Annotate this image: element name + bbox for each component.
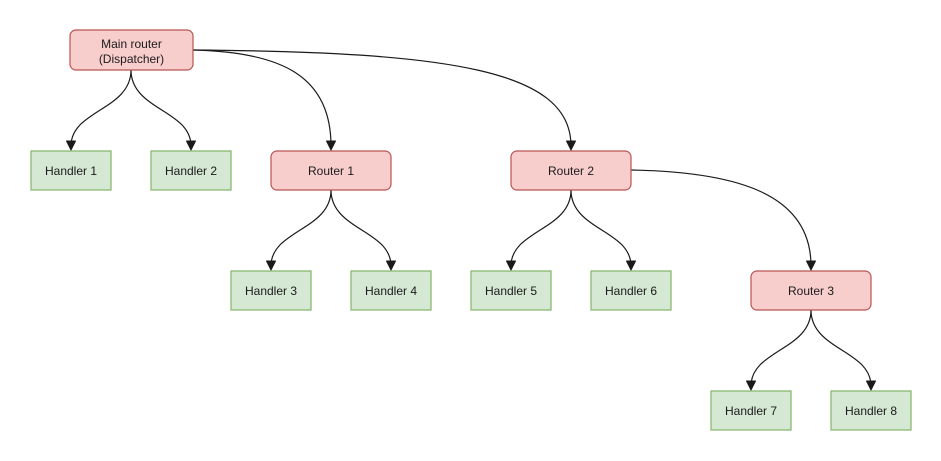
- edge-main-to-router-2: [192, 49, 572, 147]
- node-router-1-box[interactable]: [270, 150, 392, 191]
- node-handler-6[interactable]: Handler 6: [590, 270, 672, 311]
- node-handler-5-box[interactable]: [470, 270, 552, 311]
- node-handler-4-label: Handler 4: [365, 284, 417, 298]
- arrow-router-3-icon: [806, 260, 816, 271]
- node-router-2-label: Router 2: [548, 164, 594, 178]
- node-handler-8-box[interactable]: [830, 390, 912, 431]
- edge-router-2-to-router-3: [630, 169, 812, 267]
- arrow-router-1-icon: [326, 140, 336, 151]
- arrow-router-2-icon: [566, 140, 576, 151]
- node-handler-2-box[interactable]: [150, 150, 232, 191]
- arrow-handler-6-icon: [626, 260, 636, 271]
- edge-router-3-to-handler-7: [750, 309, 812, 387]
- node-main-router[interactable]: Main router(Dispatcher): [69, 29, 194, 71]
- node-handler-3-label: Handler 3: [245, 284, 297, 298]
- arrowheads-layer: [66, 140, 876, 391]
- arrow-handler-4-icon: [386, 260, 396, 271]
- arrow-handler-3-icon: [266, 260, 276, 271]
- node-handler-3[interactable]: Handler 3: [230, 270, 312, 311]
- node-handler-1-label: Handler 1: [45, 164, 97, 178]
- node-handler-3-box[interactable]: [230, 270, 312, 311]
- edge-main-to-handler-2: [130, 69, 192, 147]
- edges-layer: [70, 49, 872, 387]
- node-handler-6-box[interactable]: [590, 270, 672, 311]
- node-handler-5-label: Handler 5: [485, 284, 537, 298]
- node-router-3[interactable]: Router 3: [750, 270, 872, 311]
- edge-main-to-handler-1: [70, 69, 132, 147]
- nodes-layer: Main router(Dispatcher) Handler 1 Handler …: [30, 29, 912, 431]
- node-handler-5[interactable]: Handler 5: [470, 270, 552, 311]
- edge-router-1-to-handler-4: [330, 189, 392, 267]
- arrow-handler-7-icon: [746, 380, 756, 391]
- arrow-handler-8-icon: [866, 380, 876, 391]
- node-router-2[interactable]: Router 2: [510, 150, 632, 191]
- node-handler-7-box[interactable]: [710, 390, 792, 431]
- arrow-handler-5-icon: [506, 260, 516, 271]
- node-handler-4[interactable]: Handler 4: [350, 270, 432, 311]
- node-handler-2[interactable]: Handler 2: [150, 150, 232, 191]
- arrow-handler-2-icon: [186, 140, 196, 151]
- node-router-3-box[interactable]: [750, 270, 872, 311]
- node-handler-4-box[interactable]: [350, 270, 432, 311]
- node-router-2-box[interactable]: [510, 150, 632, 191]
- edge-router-1-to-handler-3: [270, 189, 332, 267]
- edge-router-2-to-handler-5: [510, 189, 572, 267]
- node-router-1-label: Router 1: [308, 164, 354, 178]
- node-handler-8-label: Handler 8: [845, 404, 897, 418]
- edge-main-to-router-1: [192, 49, 332, 147]
- node-handler-1-box[interactable]: [30, 150, 112, 191]
- node-handler-1[interactable]: Handler 1: [30, 150, 112, 191]
- arrow-handler-1-icon: [66, 140, 76, 151]
- node-handler-6-label: Handler 6: [605, 284, 657, 298]
- node-router-1[interactable]: Router 1: [270, 150, 392, 191]
- node-main-router-label-secondary: (Dispatcher): [99, 52, 164, 66]
- node-handler-7[interactable]: Handler 7: [710, 390, 792, 431]
- node-handler-7-label: Handler 7: [725, 404, 777, 418]
- edge-router-3-to-handler-8: [810, 309, 872, 387]
- node-handler-8[interactable]: Handler 8: [830, 390, 912, 431]
- edge-router-2-to-handler-6: [570, 189, 632, 267]
- node-main-router-label: Main router: [101, 37, 162, 51]
- node-router-3-label: Router 3: [788, 284, 834, 298]
- node-main-router-box[interactable]: [69, 29, 194, 71]
- node-handler-2-label: Handler 2: [165, 164, 217, 178]
